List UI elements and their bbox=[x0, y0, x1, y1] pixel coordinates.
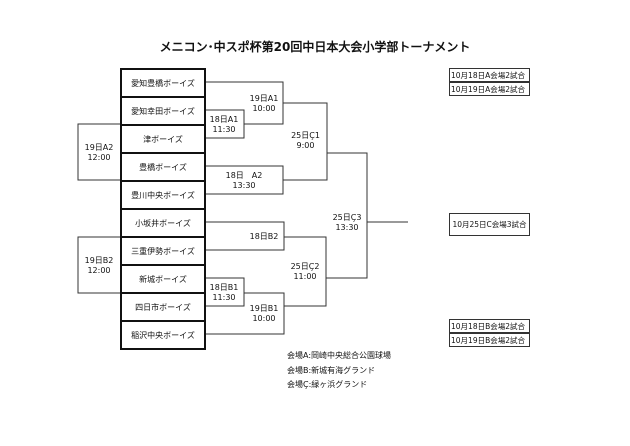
match-18a2: 18日 A2 13:30 bbox=[225, 171, 263, 190]
team-box: 新城ボーイズ bbox=[120, 264, 206, 294]
schedule-note: 10月18日A会場2試合 bbox=[449, 68, 530, 82]
team-box: 稲沢中央ボーイズ bbox=[120, 320, 206, 350]
line-18a2 bbox=[204, 165, 284, 195]
schedule-note: 10月19日B会場2試合 bbox=[449, 333, 530, 347]
schedule-note: 10月25日C会場3試合 bbox=[449, 213, 530, 236]
team-box: 津ボーイズ bbox=[120, 124, 206, 154]
line-18b2 bbox=[204, 221, 285, 251]
team-box: 愛知幸田ボーイズ bbox=[120, 96, 206, 126]
team-box: 豊橋ボーイズ bbox=[120, 152, 206, 182]
match-19b1: 19日B1 10:00 bbox=[249, 304, 279, 323]
line-c2 bbox=[284, 236, 327, 307]
match-19a2: 19日A2 12:00 bbox=[84, 143, 114, 162]
line-18a1 bbox=[204, 109, 245, 139]
match-19a1: 19日A1 10:00 bbox=[249, 94, 279, 113]
team-box: 四日市ボーイズ bbox=[120, 292, 206, 322]
match-c1: 25日Ç1 9:00 bbox=[291, 131, 320, 150]
line-19a2 bbox=[77, 123, 120, 181]
venue-legend-a: 会場A:岡崎中央総合公園球場 bbox=[287, 351, 392, 360]
team-box: 豊川中央ボーイズ bbox=[120, 180, 206, 210]
match-18b1: 18日B1 11:30 bbox=[209, 283, 239, 302]
line-19b1 bbox=[204, 292, 285, 335]
match-19b2: 19日B2 12:00 bbox=[84, 256, 114, 275]
schedule-note: 10月19日A会場2試合 bbox=[449, 82, 530, 96]
line-19b2 bbox=[77, 236, 120, 294]
line-c1 bbox=[283, 102, 328, 181]
page-title: メニコン･中スポ杯第20回中日本大会小学部トーナメント bbox=[159, 40, 471, 54]
venue-legend-c: 会場Ç:緑ヶ浜グランド bbox=[287, 380, 368, 389]
line-c3 bbox=[326, 152, 368, 279]
match-18a1: 18日A1 11:30 bbox=[209, 115, 239, 134]
team-box: 三重伊勢ボーイズ bbox=[120, 236, 206, 266]
team-box: 愛知豊橋ボーイズ bbox=[120, 68, 206, 98]
schedule-note: 10月18日B会場2試合 bbox=[449, 319, 530, 333]
line-18b1 bbox=[204, 277, 245, 307]
match-18b2: 18日B2 bbox=[249, 232, 279, 241]
match-c2: 25日Ç2 11:00 bbox=[290, 262, 320, 281]
team-box: 小坂井ボーイズ bbox=[120, 208, 206, 238]
match-c3: 25日Ç3 13:30 bbox=[332, 213, 362, 232]
venue-legend-b: 会場B:新城有海グランド bbox=[287, 366, 376, 375]
